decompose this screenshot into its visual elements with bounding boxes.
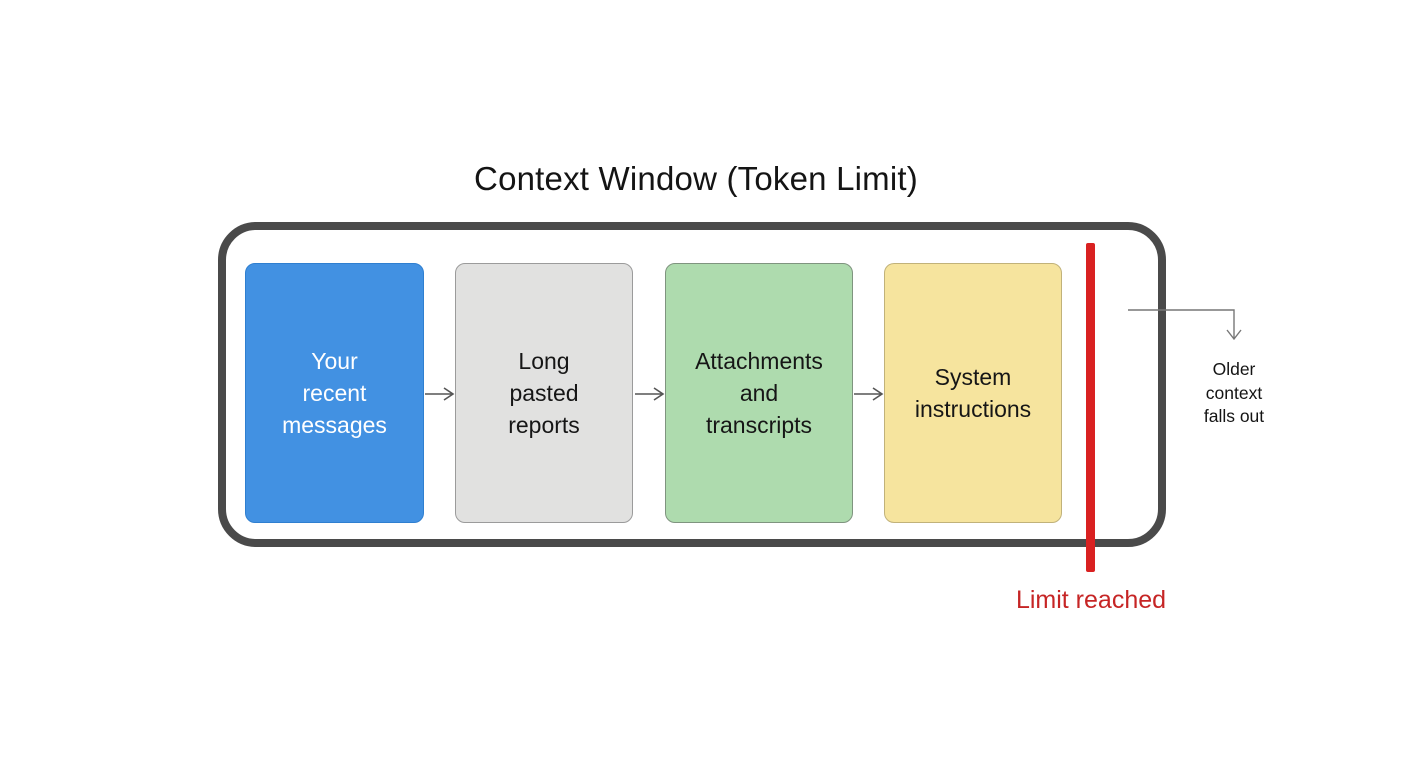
limit-reached-label: Limit reached [1015, 586, 1167, 614]
flow-arrow-icon [425, 387, 455, 401]
diagram-title: Context Window (Token Limit) [474, 160, 918, 197]
box-attachments-transcripts-label: Attachments and transcripts [695, 348, 823, 438]
flow-arrow-icon [854, 387, 884, 401]
box-recent-messages: Your recent messages [245, 263, 424, 523]
box-system-instructions-label: System instructions [914, 364, 1032, 422]
older-context-label: Older context falls out [1203, 359, 1265, 426]
box-recent-messages-label: Your recent messages [282, 348, 387, 438]
flow-arrow-icon [635, 387, 665, 401]
box-system-instructions: System instructions [884, 263, 1062, 523]
context-window-frame [218, 222, 1166, 547]
box-pasted-reports-label: Long pasted reports [508, 348, 580, 438]
overflow-arrow-icon [1128, 309, 1242, 341]
box-pasted-reports: Long pasted reports [455, 263, 633, 523]
limit-line [1086, 243, 1095, 572]
box-attachments-transcripts: Attachments and transcripts [665, 263, 853, 523]
